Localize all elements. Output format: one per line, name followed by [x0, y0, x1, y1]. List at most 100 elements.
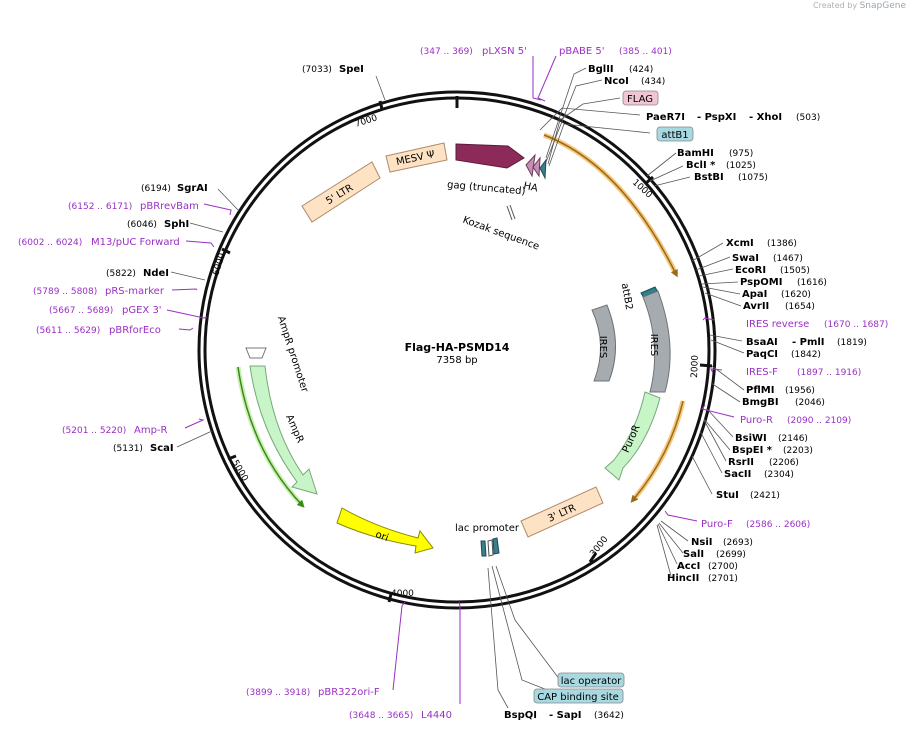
site-name-avrii: AvrII — [743, 301, 769, 312]
site-group: (7033) SpeI BglII (424) NcoI (434) PaeR7… — [106, 64, 867, 721]
site-pos-rsrii: (2206) — [769, 458, 799, 468]
feature-ires-inner: IRES — [591, 304, 617, 382]
site-pos-ecori: (1505) — [780, 266, 810, 276]
tick-label-7000: 7000 — [354, 113, 379, 130]
site-name-paqci: PaqCI — [746, 349, 778, 360]
primer-pos-pbabe: (385 .. 401) — [619, 47, 672, 57]
primer-name-pbrforeco: pBRforEco — [109, 325, 161, 336]
tick-label-4000: 4000 — [391, 589, 414, 599]
site-name-ecori: EcoRI — [735, 265, 766, 276]
site-pos-bglii: (424) — [629, 65, 653, 75]
site-pos-sphi: (6046) — [127, 220, 157, 230]
tick-label-3000: 3000 — [588, 534, 610, 558]
site-pos-paqci: (1842) — [791, 350, 821, 360]
site-name-ndei: NdeI — [143, 268, 169, 279]
site-name-bmgbi: BmgBI — [742, 397, 779, 408]
scale-ticks — [221, 96, 713, 603]
site-pos-nsii: (2693) — [723, 538, 753, 548]
site-pos-bsaai: (1819) — [837, 338, 867, 348]
site-name-bspei: BspEI * — [732, 445, 773, 456]
primer-pos-puro-r: (2090 .. 2109) — [787, 416, 851, 426]
site-name-hincii: HincII — [667, 573, 699, 584]
site-name-nsii: NsiI — [691, 537, 712, 548]
site-name-bspqi: BspQI — [504, 710, 537, 721]
label-cap-binding-site: CAP binding site — [537, 692, 619, 703]
site-name-bglii: BglII — [588, 64, 614, 75]
site-name-pspxi: - PspXI — [697, 112, 736, 123]
site-name-bamhi: BamHI — [677, 148, 714, 159]
primer-pos-m13-puc-forward: (6002 .. 6024) — [18, 238, 82, 248]
feature-label-kozak: Kozak sequence — [461, 215, 541, 253]
feature-ha: HA — [522, 153, 547, 194]
plasmid-size: 7358 bp — [436, 355, 477, 366]
credit-prefix: Created by — [813, 1, 858, 10]
feature-label-gag: gag (truncated) — [447, 180, 526, 198]
site-name-sacii: SacII — [724, 469, 751, 480]
feature-label-lac-promoter: lac promoter — [455, 523, 520, 534]
primer-markers — [166, 55, 735, 704]
site-pos-bstbi: (1075) — [738, 173, 768, 183]
primer-name-pbrrevbam: pBRrevBam — [140, 201, 199, 212]
site-pos-spei: (7033) — [302, 65, 332, 75]
site-pos-hincii: (2701) — [708, 574, 738, 584]
site-pos-sgrai: (6194) — [141, 184, 171, 194]
site-pos-swai: (1467) — [773, 254, 803, 264]
site-name-xhoi: - XhoI — [749, 112, 782, 123]
feature-label-attb2: attB2 — [619, 282, 635, 311]
site-name-stui: StuI — [716, 490, 739, 501]
site-name-apai: ApaI — [742, 289, 767, 300]
feature-label-ampr: AmpR — [283, 413, 305, 445]
site-pos-bsiwi: (2146) — [778, 434, 808, 444]
label-box-lac-operator: lac operator — [557, 672, 625, 688]
site-name-bcli: BclI * — [686, 160, 716, 171]
primer-pos-pbr322ori-f: (3899 .. 3918) — [246, 688, 310, 698]
primer-pos-puro-f: (2586 .. 2606) — [746, 520, 810, 530]
site-name-sapi: - SapI — [549, 710, 581, 721]
site-name-acci: AccI — [677, 561, 700, 572]
site-name-spei: SpeI — [339, 64, 364, 75]
feature-ires-outer: IRES — [642, 290, 671, 393]
feature-lac-promoter: lac promoter — [455, 523, 520, 557]
site-pos-bamhi: (975) — [729, 149, 753, 159]
primer-name-m13-puc-forward: M13/pUC Forward — [91, 237, 180, 248]
primer-arc-ampr — [237, 366, 305, 508]
site-pos-apai: (1620) — [781, 290, 811, 300]
site-name-rsrii: RsrII — [728, 457, 754, 468]
site-name-bstbi: BstBI — [694, 172, 724, 183]
site-name-sali: SalI — [683, 549, 704, 560]
site-pos-ncoi: (434) — [641, 77, 665, 87]
label-lac-operator: lac operator — [561, 676, 622, 687]
feature-mesv-psi: MESV Ψ — [385, 142, 448, 173]
connector-lines — [170, 67, 745, 709]
site-pos-xhoi: (503) — [796, 113, 820, 123]
site-pos-xcmi: (1386) — [767, 239, 797, 249]
feature-ori: ori — [336, 507, 434, 554]
primer-arc-puro — [630, 400, 684, 503]
site-name-xcmi: XcmI — [726, 238, 754, 249]
primer-name-plxsn: pLXSN 5' — [482, 46, 527, 57]
primer-name-pbabe: pBABE 5' — [559, 46, 605, 57]
site-name-sphi: SphI — [164, 219, 189, 230]
primer-name-puro-f: Puro-F — [701, 519, 733, 530]
primer-pos-pgex3: (5667 .. 5689) — [49, 306, 113, 316]
site-name-ncoi: NcoI — [604, 76, 629, 87]
primer-name-prs-marker: pRS-marker — [105, 286, 165, 297]
label-box-cap-binding-site: CAP binding site — [533, 688, 624, 704]
label-box-attb1: attB1 — [656, 126, 694, 142]
feature-kozak: Kozak sequence — [461, 204, 541, 253]
site-pos-sali: (2699) — [716, 550, 746, 560]
site-pos-bspei: (2203) — [783, 446, 813, 456]
primer-pos-prs-marker: (5789 .. 5808) — [33, 287, 97, 297]
primer-name-amp-r: Amp-R — [134, 425, 168, 436]
primer-pos-amp-r: (5201 .. 5220) — [62, 426, 126, 436]
feature-label-ori: ori — [374, 529, 390, 544]
primer-pos-ires-reverse: (1670 .. 1687) — [824, 320, 888, 330]
primer-name-ires-f: IRES-F — [746, 367, 778, 378]
site-name-pspomi: PspOMI — [740, 277, 782, 288]
site-pos-acci: (2700) — [708, 562, 738, 572]
site-name-sgrai: SgrAI — [177, 183, 208, 194]
tick-label-6000: 6000 — [211, 252, 228, 277]
site-pos-avrii: (1654) — [785, 302, 815, 312]
primer-pos-plxsn: (347 .. 369) — [420, 47, 473, 57]
site-pos-pflmi: (1956) — [785, 386, 815, 396]
